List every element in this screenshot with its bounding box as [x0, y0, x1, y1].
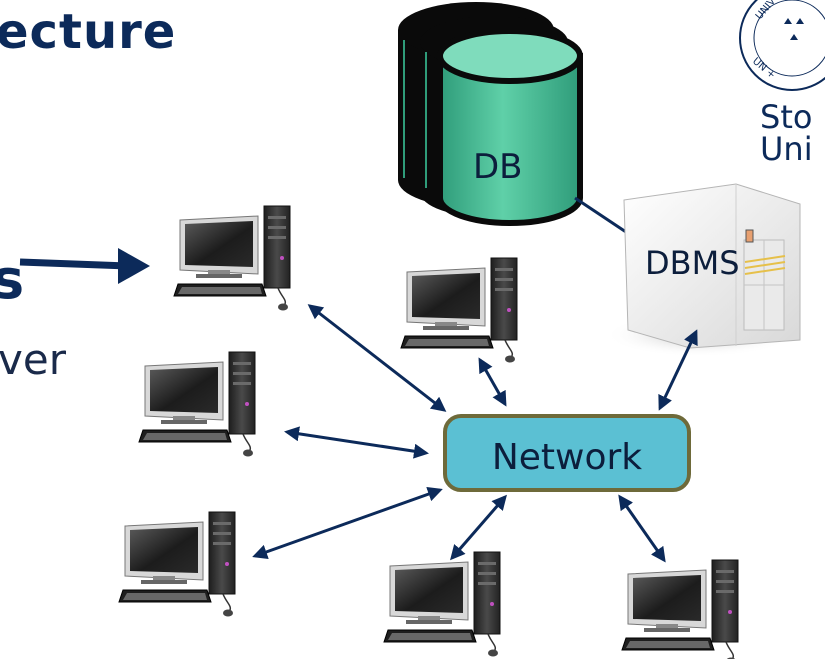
client-computer — [173, 205, 291, 312]
slide-title-fragment: ecture — [0, 4, 176, 60]
client-computer — [621, 559, 739, 659]
network-box — [443, 414, 691, 492]
bullet-fragment: s — [0, 248, 24, 311]
pointer-arrow — [19, 258, 129, 270]
db-label: DB — [473, 147, 523, 187]
client-computer — [383, 551, 501, 658]
logo-text-line1: Sto — [760, 98, 812, 136]
network-label: Network — [492, 437, 642, 478]
link-network-pc4 — [252, 486, 443, 560]
pointer-arrowhead — [118, 248, 150, 284]
link-network-pc6 — [618, 494, 666, 563]
link-network-pc5 — [450, 494, 507, 561]
database-cylinder — [398, 2, 583, 226]
link-network-pc1 — [307, 304, 447, 412]
client-computer — [138, 351, 256, 458]
network-links — [252, 304, 698, 563]
link-network-dbms — [658, 329, 698, 411]
logo-text-line2: Uni — [760, 130, 813, 168]
client-computer — [118, 511, 236, 618]
dbms-server — [605, 183, 801, 357]
client-computer — [400, 257, 518, 364]
dbms-label: DBMS — [645, 244, 740, 282]
subbullet-fragment: ver — [0, 335, 67, 384]
link-network-pc2 — [478, 357, 507, 407]
logo-seal: UNIV UN + — [739, 0, 825, 91]
link-network-pc3 — [284, 426, 429, 459]
